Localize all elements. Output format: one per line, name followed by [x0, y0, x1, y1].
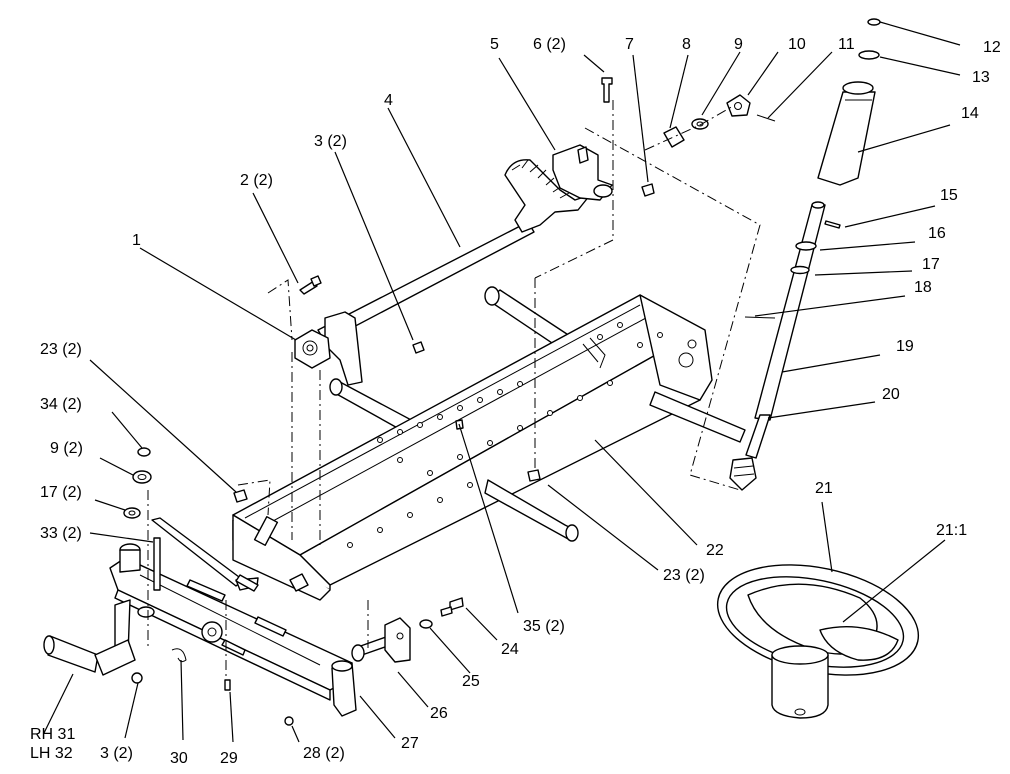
label-part-4: 4: [384, 92, 393, 109]
label-part-17-lower: 17 (2): [40, 484, 82, 501]
label-part-9: 9: [734, 36, 743, 53]
label-part-12: 12: [983, 39, 1001, 56]
label-part-35: 35 (2): [523, 618, 565, 635]
label-part-21-1: 21:1: [936, 522, 968, 539]
label-part-32: LH 32: [30, 745, 73, 762]
label-part-17: 17: [922, 256, 940, 273]
front-axle-assembly: [43, 517, 357, 726]
label-part-8: 8: [682, 36, 691, 53]
fasteners: [123, 275, 541, 592]
label-part-30: 30: [170, 750, 188, 767]
label-part-9-lower: 9 (2): [50, 440, 83, 457]
label-part-15: 15: [940, 187, 958, 204]
label-part-31: RH 31: [30, 726, 76, 743]
gear-hardware: [601, 77, 776, 197]
label-part-23-right: 23 (2): [663, 567, 705, 584]
label-part-24: 24: [501, 641, 519, 658]
label-part-34: 34 (2): [40, 396, 82, 413]
label-part-18: 18: [914, 279, 932, 296]
label-part-6: 6 (2): [533, 36, 566, 53]
label-part-14: 14: [961, 105, 979, 122]
steering-wheel: [716, 564, 920, 719]
label-part-33: 33 (2): [40, 525, 82, 542]
label-part-23-left: 23 (2): [40, 341, 82, 358]
label-part-3-upper: 3 (2): [314, 133, 347, 150]
label-part-26: 26: [430, 705, 448, 722]
label-part-28: 28 (2): [303, 745, 345, 762]
label-part-5: 5: [490, 36, 499, 53]
frame-holes: [347, 322, 663, 548]
label-part-25: 25: [462, 673, 480, 690]
label-part-16: 16: [928, 225, 946, 242]
label-part-20: 20: [882, 386, 900, 403]
label-part-3-lower: 3 (2): [100, 745, 133, 762]
label-part-22: 22: [706, 542, 724, 559]
steering-shaft-assembly: [294, 144, 613, 386]
label-part-7: 7: [625, 36, 634, 53]
label-part-19: 19: [896, 338, 914, 355]
label-part-2: 2 (2): [240, 172, 273, 189]
label-part-11: 11: [838, 36, 855, 53]
frame-assembly: [232, 286, 746, 601]
leader-lines: [43, 21, 961, 743]
label-part-27: 27: [401, 735, 419, 752]
steering-column-assembly: [729, 18, 881, 491]
label-part-13: 13: [972, 69, 990, 86]
alignment-lines: [147, 100, 761, 680]
label-part-21: 21: [815, 480, 833, 497]
label-part-29: 29: [220, 750, 238, 767]
label-part-10: 10: [788, 36, 806, 53]
pivot-bracket: [351, 597, 464, 663]
label-part-1: 1: [132, 232, 141, 249]
